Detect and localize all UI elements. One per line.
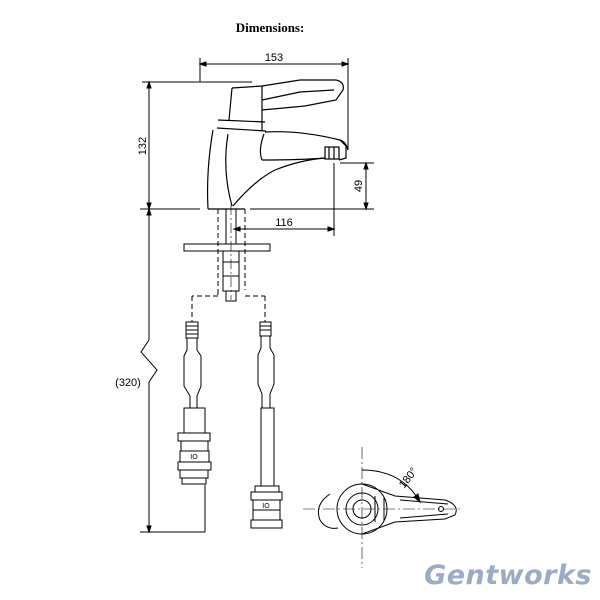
spout-reach-label: 116 bbox=[275, 217, 293, 229]
pipe-length-dimension: (320) bbox=[115, 207, 206, 534]
width-dimension: 153 bbox=[198, 52, 350, 150]
right-flexible-hose-icon bbox=[257, 321, 275, 487]
spout-reach-dimension: 116 bbox=[232, 163, 336, 236]
height-label: 132 bbox=[137, 137, 149, 155]
rotation-label: 180° bbox=[397, 465, 420, 490]
right-compression-fitting-icon: IO bbox=[250, 485, 283, 529]
drawing-title: Dimensions: bbox=[235, 20, 305, 35]
svg-text:IO: IO bbox=[262, 503, 270, 510]
hose-routing bbox=[191, 290, 266, 322]
spout-height-label: 49 bbox=[353, 180, 365, 192]
width-label: 153 bbox=[265, 52, 283, 64]
left-flexible-hose-icon bbox=[183, 321, 206, 434]
left-compression-fitting-icon: IO bbox=[177, 432, 212, 485]
tap-shank bbox=[183, 205, 271, 302]
handle-top-view-icon: 180° bbox=[303, 447, 460, 568]
pipe-length-label: (320) bbox=[115, 377, 141, 389]
spout-height-dimension: 49 bbox=[250, 161, 374, 211]
basin-tap-side-view-icon bbox=[206, 79, 349, 210]
svg-text:IO: IO bbox=[190, 454, 198, 461]
brand-logo: Gentworks bbox=[424, 560, 592, 591]
height-dimension: 132 bbox=[137, 80, 252, 211]
